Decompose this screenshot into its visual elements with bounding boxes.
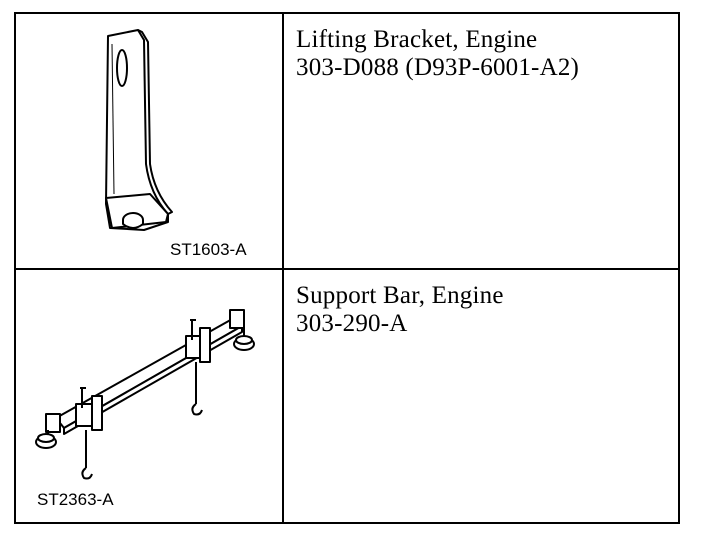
tool-name: Support Bar, Engine <box>296 282 504 309</box>
support-bar-icon <box>35 309 255 480</box>
tool-row: ST1603-A Lifting Bracket, Engine 303-D08… <box>16 14 678 270</box>
tool-description-cell: Support Bar, Engine 303-290-A <box>284 270 678 522</box>
tool-illustration-cell: ST1603-A <box>16 14 284 268</box>
tool-number: 303-D088 (D93P-6001-A2) <box>296 54 580 81</box>
lifting-bracket-icon <box>105 29 173 231</box>
tool-name: Lifting Bracket, Engine <box>296 26 538 53</box>
special-tools-table: ST1603-A Lifting Bracket, Engine 303-D08… <box>14 12 680 524</box>
tool-description-cell: Lifting Bracket, Engine 303-D088 (D93P-6… <box>284 14 678 268</box>
art-code: ST2363-A <box>37 490 114 509</box>
tool-number: 303-290-A <box>296 310 408 337</box>
art-code: ST1603-A <box>170 240 247 259</box>
tool-illustration-cell: ST2363-A <box>16 270 284 522</box>
tool-row: ST2363-A Support Bar, Engine 303-290-A <box>16 270 678 522</box>
